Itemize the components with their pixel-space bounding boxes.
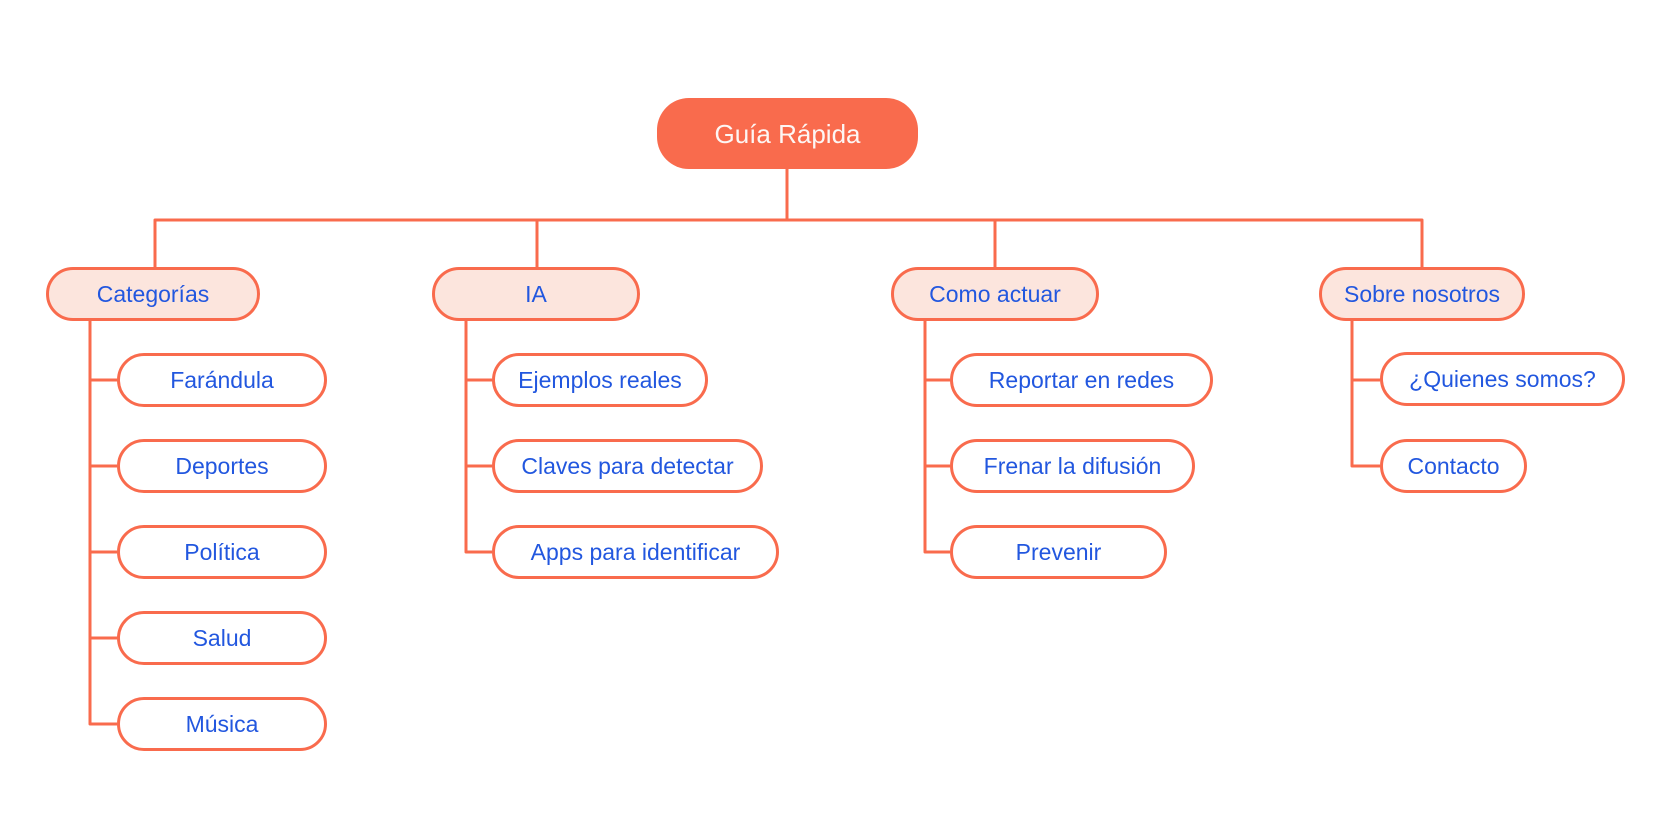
branch-node-categorias[interactable]: Categorías	[46, 267, 260, 321]
root-node-guia-rapida[interactable]: Guía Rápida	[657, 98, 918, 169]
branch-node-ia[interactable]: IA	[432, 267, 640, 321]
connector-branch-como-actuar	[923, 321, 950, 554]
child-node-musica[interactable]: Música	[117, 697, 327, 751]
child-node-claves-para-detectar[interactable]: Claves para detectar	[492, 439, 763, 493]
connector-branch-sobre-nosotros	[1350, 321, 1380, 468]
child-node-reportar-en-redes[interactable]: Reportar en redes	[950, 353, 1213, 407]
child-node-salud[interactable]: Salud	[117, 611, 327, 665]
child-node-apps-para-identificar[interactable]: Apps para identificar	[492, 525, 779, 579]
child-node-quienes-somos[interactable]: ¿Quienes somos?	[1380, 352, 1625, 406]
child-node-politica[interactable]: Política	[117, 525, 327, 579]
connector-root-spine	[153, 169, 1424, 267]
child-node-ejemplos-reales[interactable]: Ejemplos reales	[492, 353, 708, 407]
child-node-farandula[interactable]: Farándula	[117, 353, 327, 407]
child-node-prevenir[interactable]: Prevenir	[950, 525, 1167, 579]
branch-node-como-actuar[interactable]: Como actuar	[891, 267, 1099, 321]
child-node-deportes[interactable]: Deportes	[117, 439, 327, 493]
branch-node-sobre-nosotros[interactable]: Sobre nosotros	[1319, 267, 1525, 321]
connector-branch-ia	[464, 321, 492, 554]
child-node-frenar-la-difusion[interactable]: Frenar la difusión	[950, 439, 1195, 493]
child-node-contacto[interactable]: Contacto	[1380, 439, 1527, 493]
connector-branch-categorias	[88, 321, 117, 726]
